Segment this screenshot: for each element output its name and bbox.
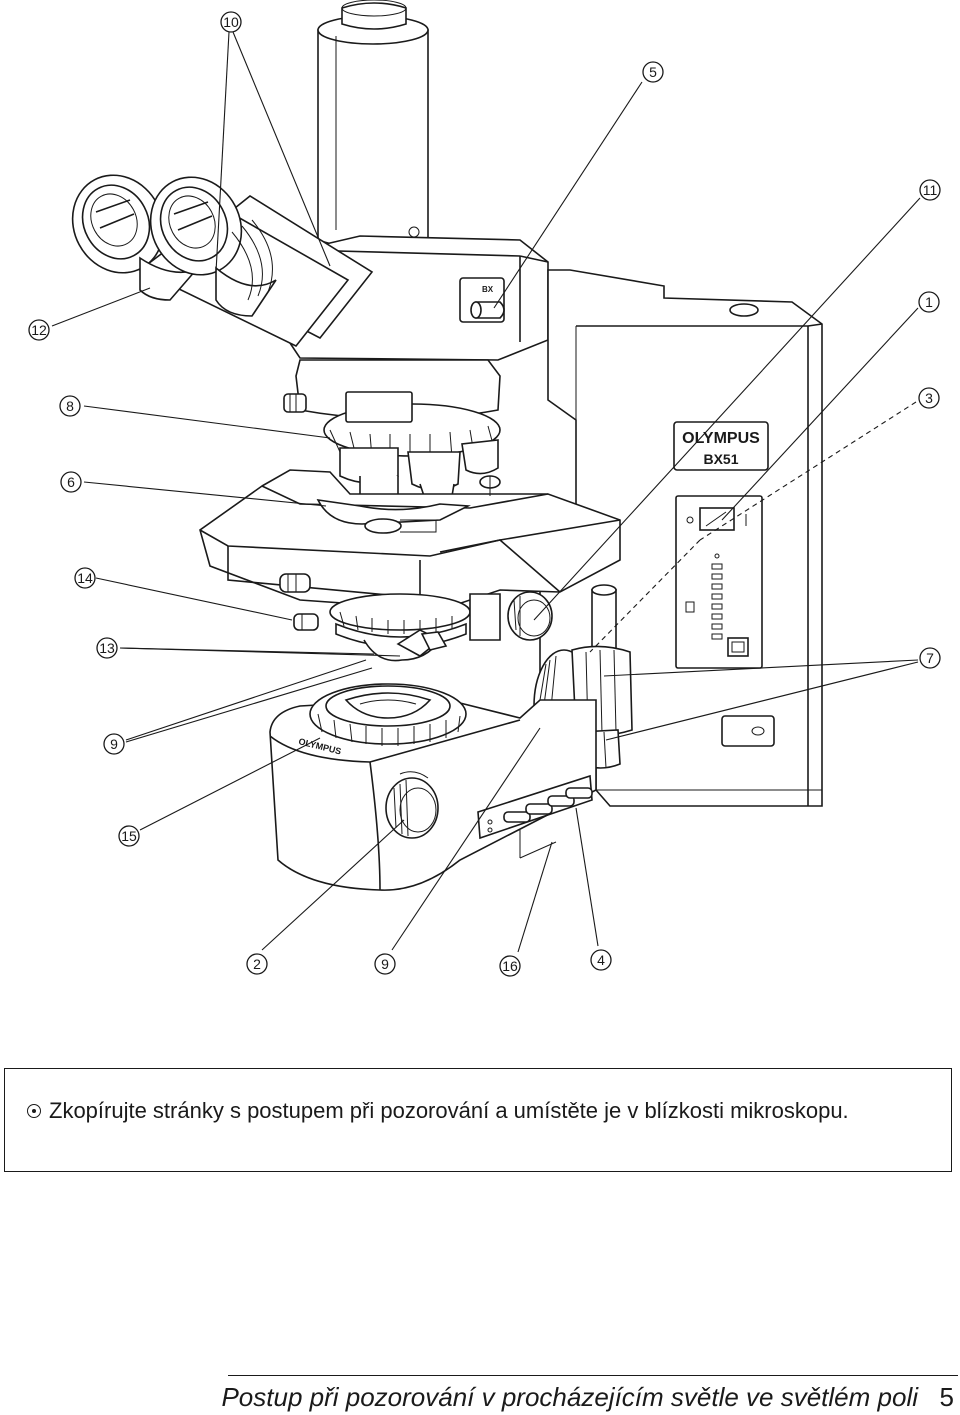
- callout-9-bottom: 9: [374, 953, 396, 975]
- footer-title: Postup při pozorování v procházejícím sv…: [221, 1382, 918, 1412]
- callout-11: 12: [28, 319, 50, 341]
- callout-1: 1: [918, 291, 940, 313]
- callout-13: 13: [96, 637, 118, 659]
- mechanical-stage: [199, 469, 621, 611]
- callout-14: 14: [74, 567, 96, 589]
- svg-text:12: 12: [31, 322, 47, 338]
- camera-tube: [317, 0, 429, 250]
- callout-2: 2: [246, 953, 268, 975]
- callout-16: 16: [499, 955, 521, 977]
- callout-4: 4: [590, 949, 612, 971]
- note-box: Zkopírujte stránky s postupem při pozoro…: [4, 1068, 952, 1172]
- svg-text:11: 11: [923, 182, 938, 198]
- microscope-base: OLYMPUS: [269, 683, 597, 891]
- leader-lines: [51, 31, 921, 953]
- model-label: BX51: [703, 451, 738, 467]
- callout-10: 10: [220, 11, 242, 33]
- callout-15: 15: [118, 825, 140, 847]
- svg-text:3: 3: [925, 390, 933, 406]
- note-text: Zkopírujte stránky s postupem při pozoro…: [49, 1098, 849, 1123]
- svg-text:16: 16: [502, 958, 518, 974]
- svg-text:1: 1: [925, 294, 933, 310]
- svg-text:14: 14: [77, 570, 93, 586]
- svg-text:7: 7: [926, 650, 934, 666]
- page-number: 5: [939, 1382, 954, 1412]
- svg-text:6: 6: [67, 474, 75, 490]
- eyepieces: [71, 174, 374, 348]
- svg-text:9: 9: [381, 956, 389, 972]
- footer-rule: [228, 1375, 958, 1376]
- svg-text:5: 5: [649, 64, 657, 80]
- svg-text:8: 8: [66, 398, 74, 414]
- svg-text:15: 15: [121, 828, 137, 844]
- callout-7: 7: [919, 647, 941, 669]
- microscope-drawing: BX: [71, 0, 823, 891]
- bullet-circle-icon: [27, 1104, 41, 1118]
- callout-12: 11: [919, 179, 941, 201]
- svg-text:9: 9: [110, 736, 118, 752]
- svg-text:13: 13: [99, 640, 115, 656]
- svg-text:2: 2: [253, 956, 261, 972]
- callout-3: 3: [918, 387, 940, 409]
- callout-5: 5: [642, 61, 664, 83]
- svg-text:10: 10: [223, 14, 239, 30]
- callout-6: 6: [60, 471, 82, 493]
- callout-9-left: 9: [103, 733, 125, 755]
- svg-text:BX: BX: [482, 285, 494, 294]
- revolving-nosepiece: [283, 359, 501, 504]
- condenser: [293, 593, 501, 662]
- microscope-diagram: BX: [28, 0, 941, 977]
- svg-text:4: 4: [597, 952, 605, 968]
- brand-label: OLYMPUS: [682, 430, 760, 447]
- callout-8: 8: [59, 395, 81, 417]
